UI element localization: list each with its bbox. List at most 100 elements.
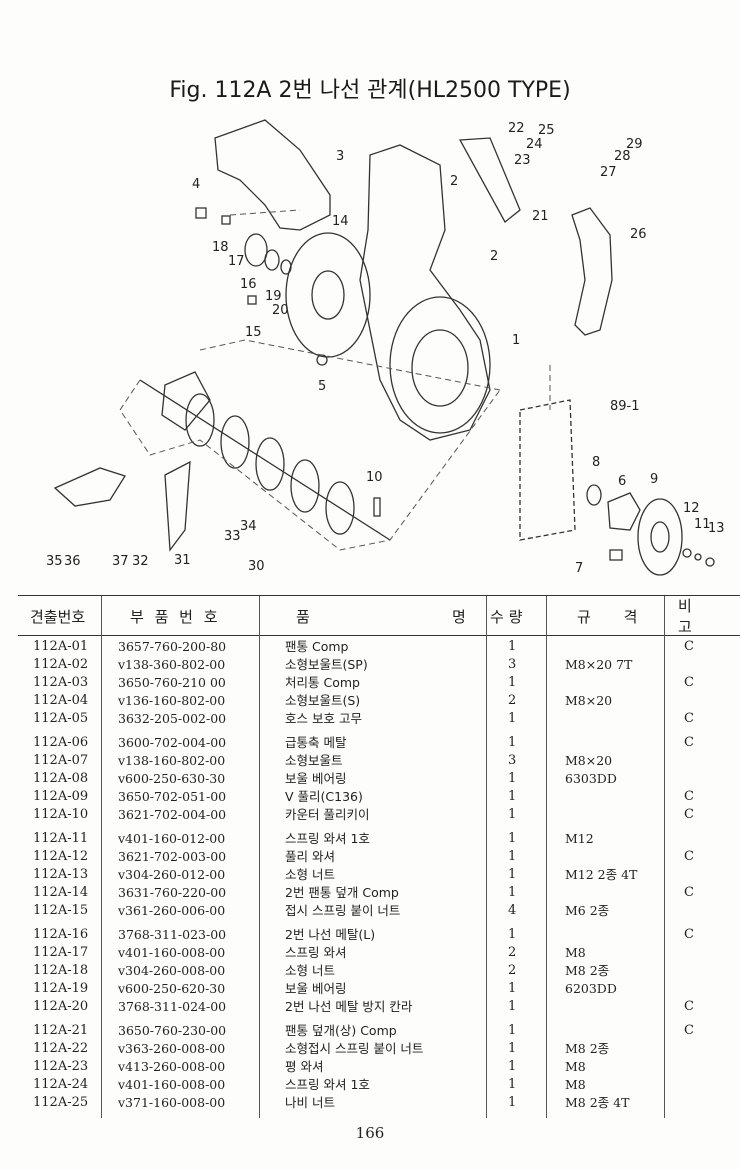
spec-cell: M8×20 — [565, 753, 613, 768]
quantity-cell: 1 — [508, 675, 517, 690]
quantity-cell: 2 — [508, 945, 517, 960]
callout-20: 20 — [272, 303, 289, 318]
part-bearing-8 — [586, 484, 602, 506]
part-ref-cell: 112A-12 — [33, 849, 89, 864]
quantity-cell: 3 — [508, 657, 517, 672]
part-number-cell: 3657-760-200-80 — [118, 639, 227, 654]
part-nut-18 — [221, 215, 231, 225]
part-name-cell: 2번 나선 메탈 방지 칸라 — [285, 999, 413, 1014]
part-washer-12 — [682, 548, 692, 558]
note-cell: C — [684, 1023, 694, 1038]
part-number-cell: 3621-702-004-00 — [118, 807, 227, 822]
part-ref-cell: 112A-14 — [33, 885, 89, 900]
quantity-cell: 1 — [508, 831, 517, 846]
callout-10: 10 — [366, 470, 383, 485]
part-collar-20 — [280, 259, 292, 275]
part-number-cell: v600-250-630-30 — [118, 771, 226, 786]
callout-5: 5 — [318, 379, 326, 394]
part-name-cell: 호스 보호 고무 — [285, 711, 362, 726]
part-number-cell: v304-260-008-00 — [118, 963, 226, 978]
quantity-cell: 1 — [508, 639, 517, 654]
callout-7: 7 — [575, 561, 583, 576]
part-ref-cell: 112A-07 — [33, 753, 89, 768]
callout-19: 19 — [265, 289, 282, 304]
note-cell: C — [684, 849, 694, 864]
note-cell: C — [684, 927, 694, 942]
callout-2a: 2 — [450, 174, 458, 189]
quantity-cell: 1 — [508, 807, 517, 822]
note-cell: C — [684, 735, 694, 750]
part-ref-cell: 112A-22 — [33, 1041, 89, 1056]
part-ref-cell: 112A-02 — [33, 657, 89, 672]
part-ref-cell: 112A-17 — [33, 945, 89, 960]
part-name-cell: 보울 베어링 — [285, 771, 347, 786]
part-guard-26 — [571, 207, 613, 336]
part-key-10 — [373, 497, 381, 517]
spec-cell: 6303DD — [565, 771, 617, 786]
header-name-right: 명 — [452, 607, 466, 626]
spec-cell: M6 2종 — [565, 903, 610, 918]
quantity-cell: 1 — [508, 849, 517, 864]
header-qty: 수 량 — [490, 607, 523, 626]
part-number-cell: v136-160-802-00 — [118, 693, 226, 708]
part-ref-cell: 112A-05 — [33, 711, 89, 726]
callout-24: 24 — [526, 137, 543, 152]
part-number-cell: v371-160-008-00 — [118, 1095, 226, 1110]
callout-8: 8 — [592, 455, 600, 470]
part-fan-housing-1 — [359, 144, 491, 441]
callout-29: 29 — [626, 137, 643, 152]
spec-cell: M8×20 7T — [565, 657, 633, 672]
header-note: 비 고 — [678, 597, 704, 636]
spec-cell: M8 — [565, 1077, 586, 1092]
note-cell: C — [684, 711, 694, 726]
part-auger-30-shaft — [139, 379, 391, 541]
part-name-cell: 스프링 와셔 1호 — [285, 831, 370, 846]
callout-22: 22 — [508, 121, 525, 136]
quantity-cell: 2 — [508, 963, 517, 978]
part-number-cell: 3768-311-024-00 — [118, 999, 227, 1014]
page-title: Fig. 112A 2번 나선 관계(HL2500 TYPE) — [169, 78, 571, 103]
part-plate-31 — [164, 460, 191, 552]
part-name-cell: 소형 너트 — [285, 963, 335, 978]
part-name-cell: 나비 너트 — [285, 1095, 335, 1110]
note-cell: C — [684, 999, 694, 1014]
callout-13: 13 — [708, 521, 725, 536]
part-name-cell: 접시 스프링 붙이 너트 — [285, 903, 401, 918]
callout-26: 26 — [630, 227, 647, 242]
part-number-cell: v363-260-008-00 — [118, 1041, 226, 1056]
part-name-cell: 스프링 와셔 1호 — [285, 1077, 370, 1092]
callout-32: 32 — [132, 554, 149, 569]
callout-21: 21 — [532, 209, 549, 224]
part-name-cell: 2번 팬통 덮개 Comp — [285, 885, 399, 900]
callout-14: 14 — [332, 214, 349, 229]
callout-labels: 1 2 2 3 4 5 6 7 8 9 10 11 12 13 14 15 16… — [46, 121, 725, 576]
part-ref-cell: 112A-24 — [33, 1077, 89, 1092]
table-header-rule — [18, 635, 740, 636]
quantity-cell: 1 — [508, 1095, 517, 1110]
callout-33: 33 — [224, 529, 241, 544]
part-pulley-9 — [637, 498, 683, 576]
part-name-cell: 소형보울트(S) — [285, 693, 361, 708]
part-ref-cell: 112A-19 — [33, 981, 89, 996]
part-number-cell: 3621-702-003-00 — [118, 849, 227, 864]
callout-23: 23 — [514, 153, 531, 168]
part-number-cell: 3632-205-002-00 — [118, 711, 227, 726]
note-cell: C — [684, 639, 694, 654]
part-ref-cell: 112A-04 — [33, 693, 89, 708]
part-bolt-4 — [195, 207, 207, 219]
part-bolt-7 — [609, 549, 623, 561]
part-metal-bracket — [161, 371, 211, 431]
part-nut-15 — [247, 295, 257, 305]
